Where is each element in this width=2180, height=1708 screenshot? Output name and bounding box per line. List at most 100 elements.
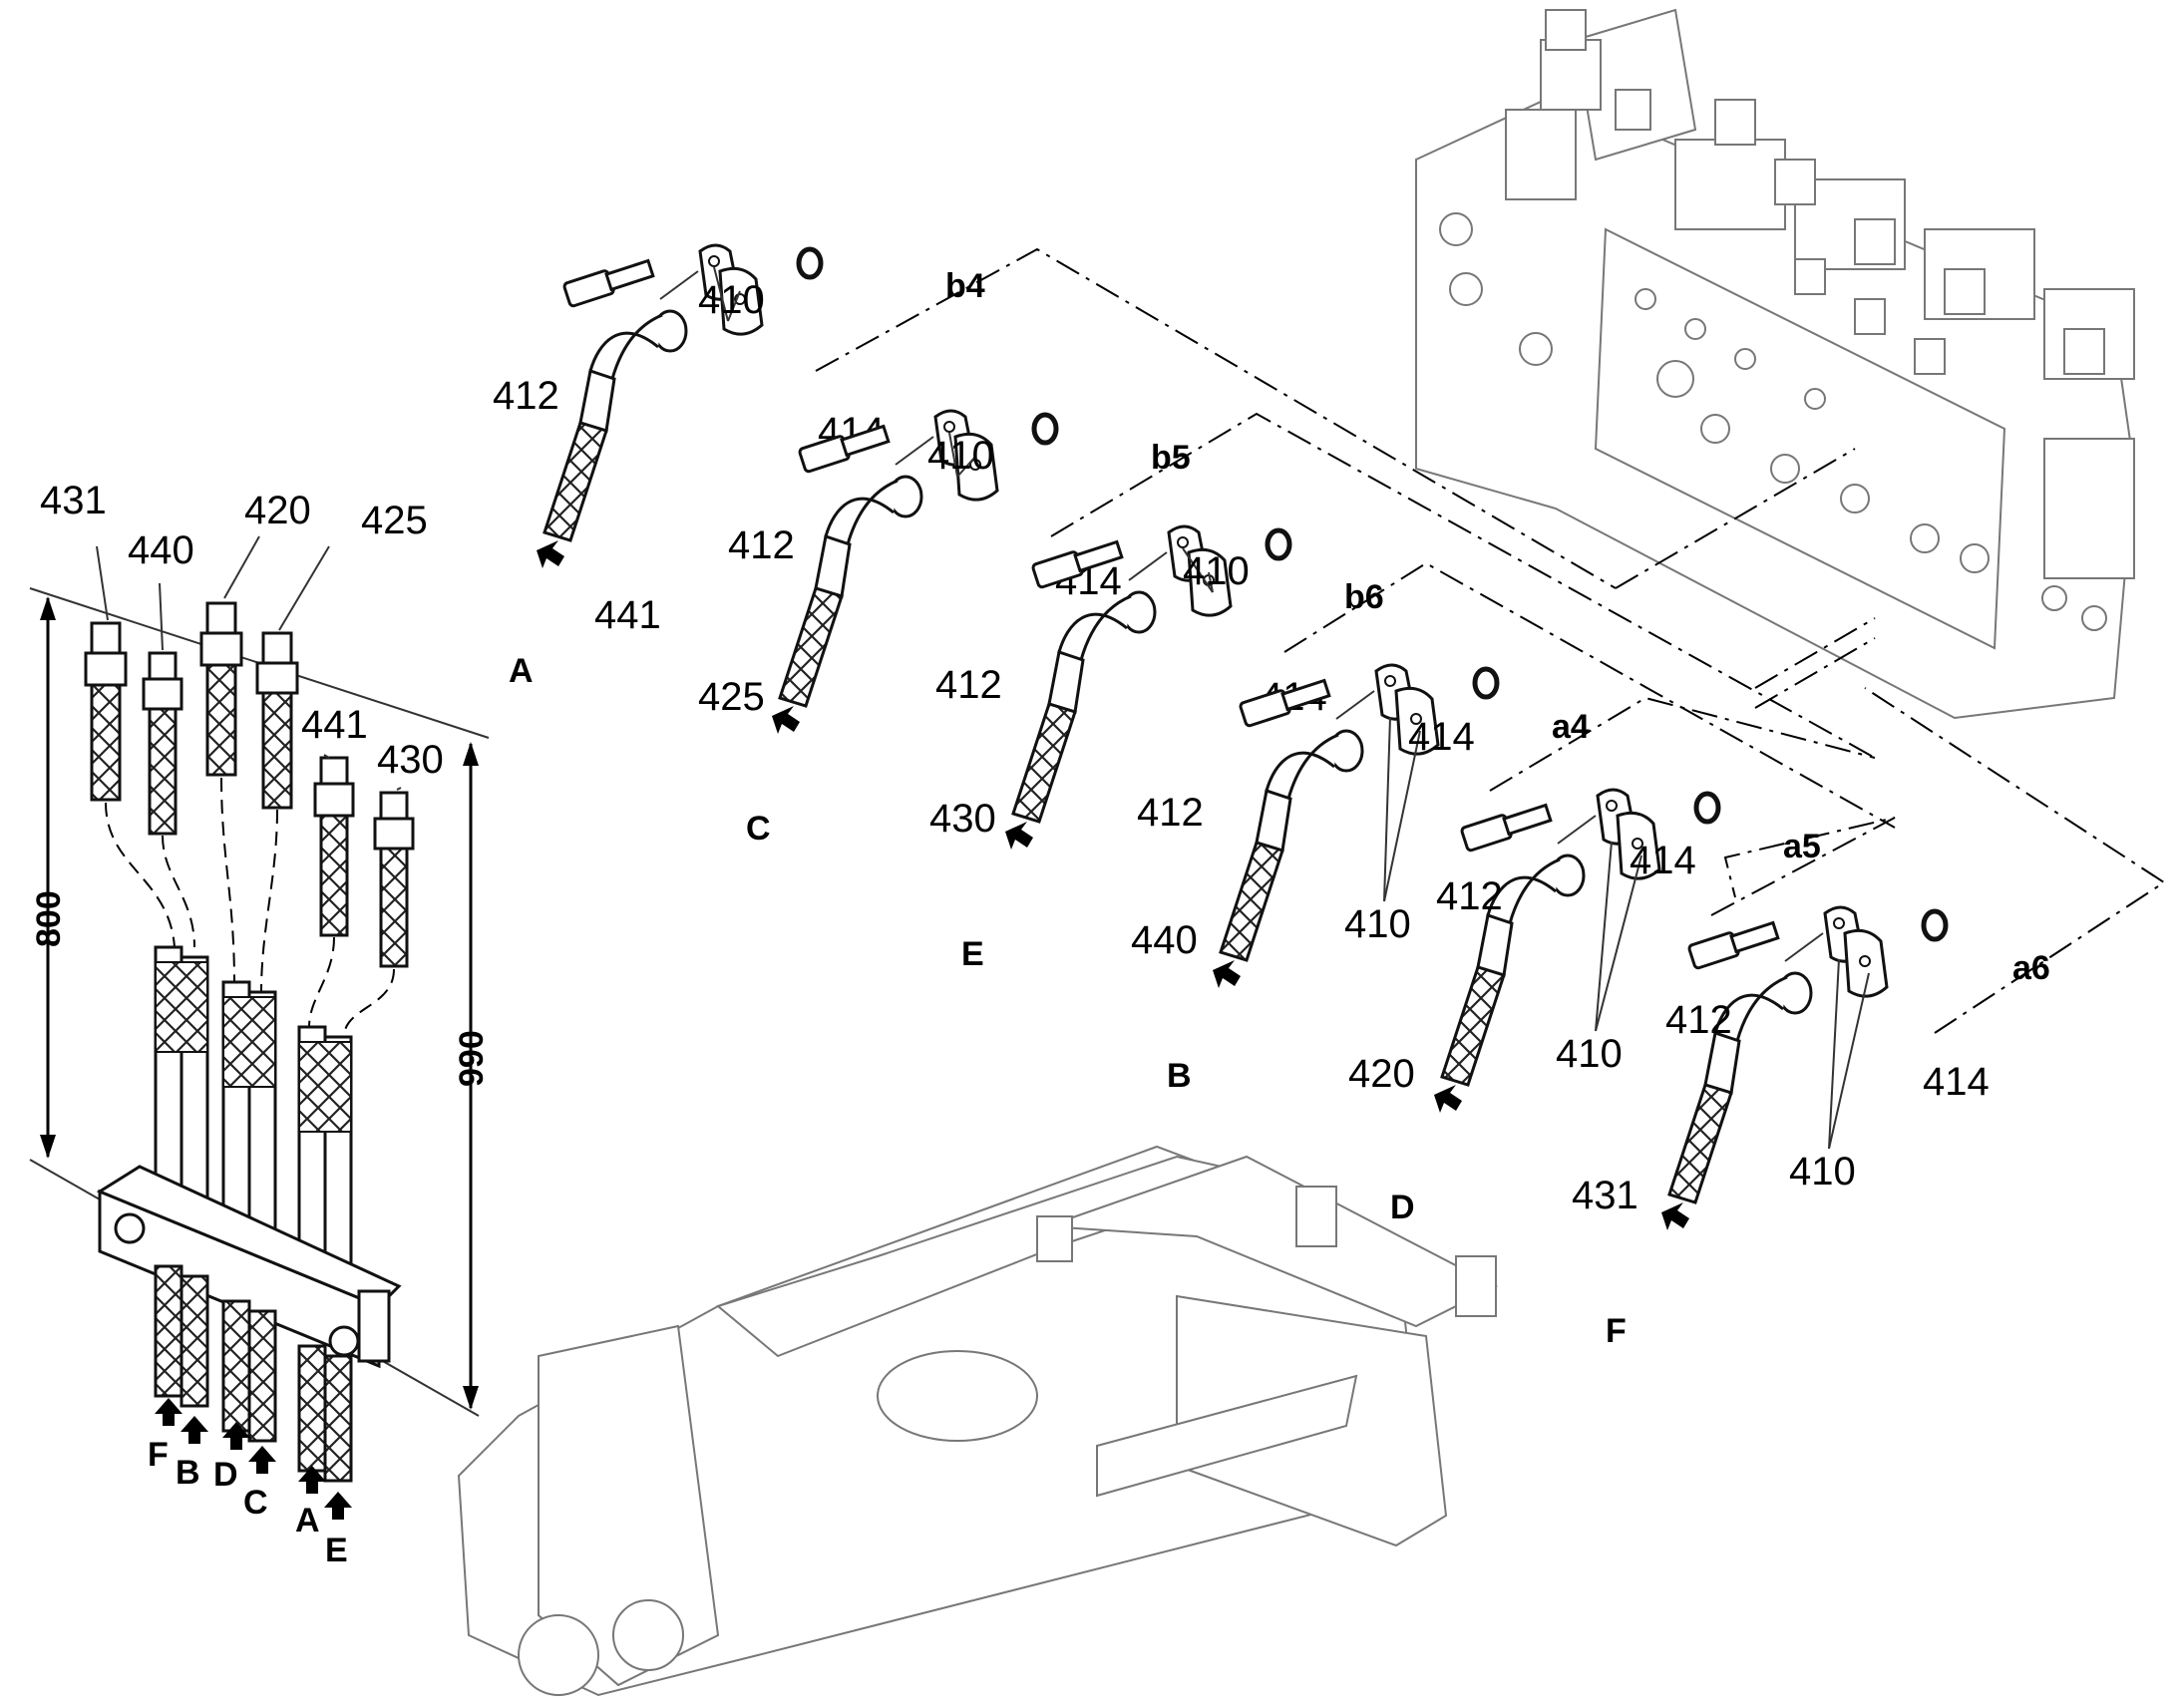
bolt-shank (1280, 678, 1331, 712)
fitting-440 (142, 651, 183, 836)
inlet-label-f: F (1606, 1312, 1627, 1350)
hose-braid (1667, 1083, 1733, 1204)
bolt-shank (604, 258, 655, 292)
inlet-label-e: E (961, 935, 984, 973)
bundle-port-d: D (213, 1456, 238, 1494)
hose-sleeve (1476, 913, 1514, 977)
hose-assemblies: 412410414441Ab4412410414425Cb54124104144… (493, 243, 2050, 1350)
bundle-label-440: 440 (128, 528, 194, 572)
o-ring (1472, 666, 1500, 700)
clamp-label-410: 410 (1183, 549, 1250, 593)
o-ring (1265, 527, 1292, 561)
hose-sleeve (1255, 789, 1292, 853)
port-label-a5: a5 (1783, 828, 1821, 865)
clamp-label-410: 410 (1789, 1150, 1856, 1194)
bolt-label-412: 412 (1436, 874, 1503, 918)
hose-label-420: 420 (1348, 1052, 1415, 1096)
hose-elbow (824, 479, 899, 546)
hose-elbow (588, 313, 663, 381)
bundle-port-f: F (148, 1436, 169, 1474)
inlet-arrow (772, 706, 800, 734)
bolt-shank (1729, 920, 1780, 954)
port-label-b4: b4 (945, 267, 985, 305)
fitting-420 (199, 601, 243, 777)
clamp-half-lower (1187, 547, 1233, 617)
chassis-frame-drawing (457, 1145, 1499, 1697)
port-label-a4: a4 (1552, 708, 1590, 746)
hose-sleeve (1703, 1031, 1741, 1095)
hose-label-440: 440 (1131, 918, 1198, 962)
oring-label-414: 414 (1408, 715, 1475, 759)
inlet-label-a: A (509, 652, 534, 690)
bolt-label-412: 412 (1665, 998, 1732, 1042)
bolt-shank (1073, 539, 1124, 573)
clamp-label-410: 410 (1556, 1032, 1623, 1076)
inlet-label-d: D (1390, 1189, 1415, 1226)
inlet-arrow (1434, 1085, 1462, 1113)
hose-sleeve (578, 369, 616, 433)
bundle-label-420: 420 (244, 489, 311, 532)
bolt-label-412: 412 (1137, 791, 1204, 835)
clamp-half-lower (1843, 928, 1889, 998)
dimension-990-label: 990 (453, 1030, 491, 1087)
hose-sleeve (814, 534, 852, 598)
port-label-b6: b6 (1344, 578, 1384, 616)
inlet-arrow (1005, 822, 1033, 850)
hose-label-425: 425 (698, 675, 765, 719)
port-label-a6: a6 (2012, 949, 2050, 987)
inlet-arrow (537, 540, 564, 568)
inlet-label-c: C (746, 810, 771, 848)
hose-elbow (1265, 733, 1339, 801)
bundle-port-a: A (295, 1502, 320, 1539)
o-ring (1693, 791, 1721, 825)
o-ring (1031, 412, 1059, 446)
hose-bundle: 800 990 (29, 479, 491, 1569)
o-ring (1921, 908, 1949, 942)
bolt-shank (840, 424, 891, 458)
bundle-label-441: 441 (301, 703, 368, 747)
bundle-label-430: 430 (377, 738, 444, 782)
hose-sleeve (1047, 650, 1085, 714)
inlet-arrow (1213, 960, 1241, 988)
clamp-half-lower (718, 266, 764, 336)
hose-elbow (1057, 594, 1132, 662)
inlet-label-b: B (1167, 1057, 1192, 1095)
bundle-clamp-plate (96, 1165, 402, 1369)
hose-braid (1440, 965, 1506, 1087)
bolt-label-412: 412 (728, 523, 795, 567)
hose-braid (1219, 841, 1284, 962)
bolt-label-412: 412 (493, 374, 559, 418)
clamp-label-410: 410 (1344, 902, 1411, 946)
hose-label-430: 430 (929, 797, 996, 841)
hose-braid (543, 421, 608, 542)
fitting-441 (313, 756, 355, 937)
dimension-800-label: 800 (30, 890, 68, 947)
bundle-port-c: C (243, 1484, 268, 1522)
oring-label-414: 414 (1923, 1060, 1990, 1104)
inlet-arrow (1661, 1202, 1689, 1230)
bundle-label-431: 431 (40, 479, 107, 522)
port-label-b5: b5 (1151, 439, 1191, 477)
control-valve-drawing (1415, 8, 2136, 720)
hose-label-441: 441 (594, 593, 661, 637)
bolt-label-412: 412 (935, 663, 1002, 707)
bolt-shank (1502, 803, 1553, 837)
fitting-425 (255, 631, 299, 810)
fitting-431 (84, 621, 128, 802)
clamp-half-lower (953, 432, 999, 502)
bundle-port-e: E (325, 1532, 348, 1569)
hose-label-431: 431 (1572, 1174, 1638, 1217)
fitting-430 (373, 791, 415, 968)
clamp-label-410: 410 (927, 434, 994, 478)
o-ring (796, 246, 824, 280)
oring-label-414: 414 (1630, 839, 1696, 882)
connection-leaders (815, 247, 2166, 1034)
hose-braid (778, 586, 844, 708)
clamp-half-lower (1394, 686, 1440, 756)
